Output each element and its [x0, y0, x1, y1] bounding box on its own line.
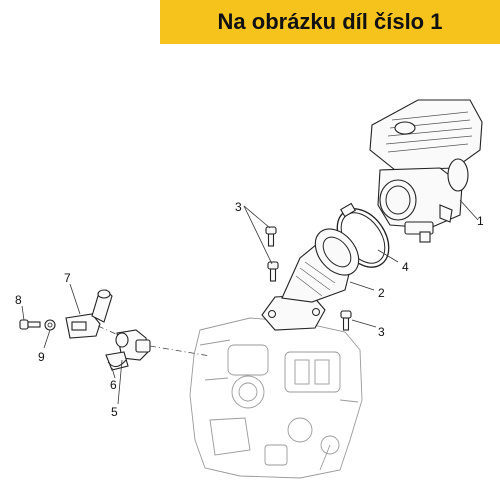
- screw-part-3-upper-b: [267, 261, 279, 282]
- leader-lines: [21, 199, 479, 405]
- sensor-part-7: [65, 289, 113, 339]
- callout-3-lower: 3: [378, 325, 385, 339]
- callout-labels: 1 2 3 3 4 5 6 7 8 9: [15, 200, 484, 419]
- intake-manifold-part-2: [261, 228, 360, 331]
- banner-title: Na obrázku díl číslo 1: [217, 9, 443, 34]
- callout-6: 6: [110, 378, 117, 392]
- screw-part-8: [19, 319, 41, 330]
- callout-8: 8: [15, 293, 22, 307]
- clip-part-6: [105, 351, 129, 371]
- engine-crankcase: [189, 317, 363, 479]
- title-banner: Na obrázku díl číslo 1: [160, 0, 500, 44]
- callout-3-upper: 3: [235, 200, 242, 214]
- callout-2: 2: [378, 286, 385, 300]
- callout-9: 9: [38, 350, 45, 364]
- screw-part-3-upper-a: [265, 226, 277, 247]
- callout-5: 5: [111, 405, 118, 419]
- callout-7: 7: [64, 271, 71, 285]
- callout-4: 4: [402, 260, 409, 274]
- throttle-body-part-1: [369, 99, 483, 243]
- sensor-part-5: [115, 329, 151, 361]
- screw-part-3-lower: [340, 310, 352, 331]
- washer-part-9: [44, 319, 56, 331]
- callout-1: 1: [477, 214, 484, 228]
